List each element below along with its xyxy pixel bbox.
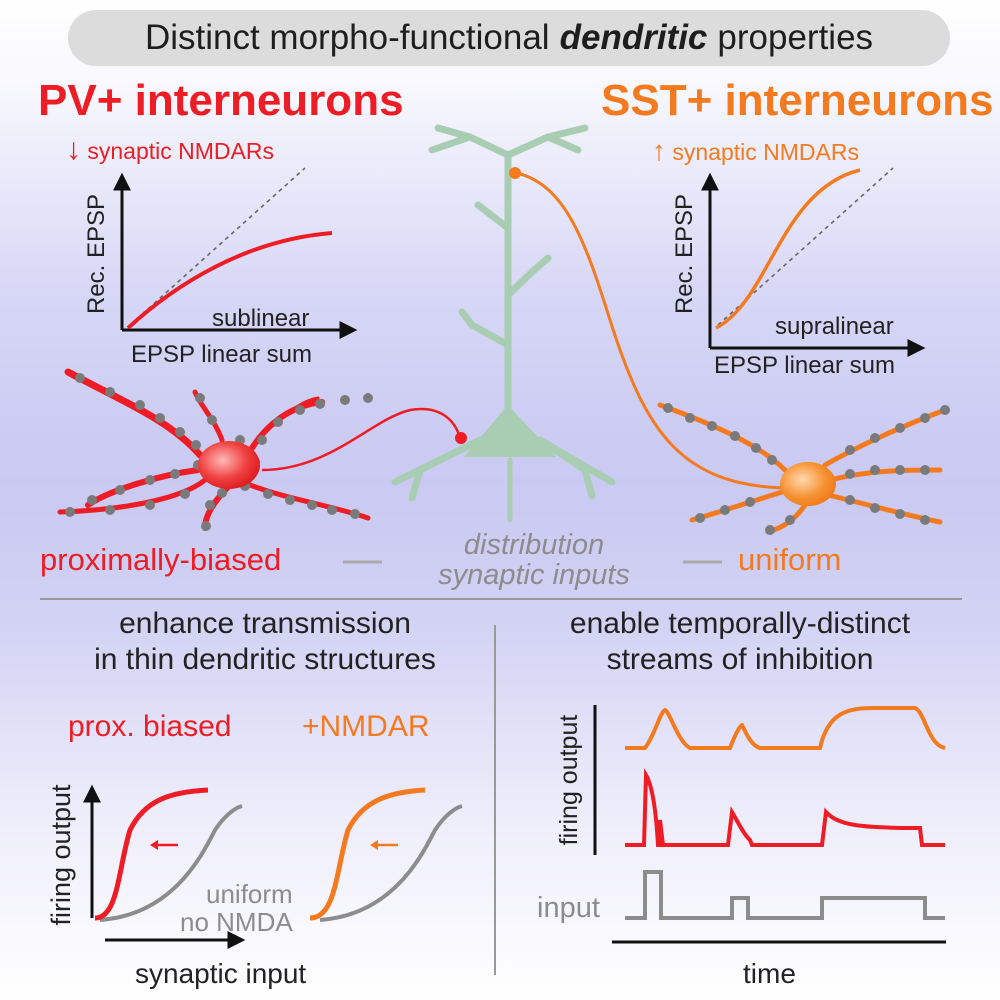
pv-linear-reference-line bbox=[129, 167, 306, 326]
sst-firing-trace bbox=[625, 706, 946, 750]
right-panel-heading-line-1: enable temporally-distinct bbox=[569, 607, 911, 640]
synaptic-input-label: synaptic input bbox=[135, 958, 307, 989]
pv-axon-terminal bbox=[455, 432, 467, 444]
sst-nmdar-label: ↑ synaptic NMDARs bbox=[652, 135, 859, 167]
sst-y-axis-label: Rec. EPSP bbox=[671, 194, 698, 314]
firing-nmdar-curve bbox=[309, 787, 426, 921]
sst-nmdar-arrow-icon: ↑ bbox=[652, 135, 666, 166]
sst-heading: SST+ interneurons bbox=[601, 76, 994, 125]
inhibition-streams-graph bbox=[593, 705, 946, 944]
pv-sublinear-curve bbox=[126, 231, 333, 330]
prox-biased-label: prox. biased bbox=[68, 710, 232, 743]
pv-x-axis-label: EPSP linear sum bbox=[131, 341, 312, 368]
sst-x-axis-label: EPSP linear sum bbox=[714, 352, 895, 379]
firing-uniform-curve-right bbox=[319, 804, 463, 922]
sst-nmdar-text: synaptic NMDARs bbox=[672, 139, 859, 165]
right-panel-heading-line-2: streams of inhibition bbox=[606, 643, 874, 676]
right-panel-heading: enable temporally-distinct streams of in… bbox=[505, 606, 975, 678]
sst-axon bbox=[516, 171, 799, 490]
pv-nmdar-arrow-icon: ↓ bbox=[66, 133, 81, 166]
title-suffix: properties bbox=[717, 18, 874, 57]
sst-distribution-label: uniform bbox=[738, 542, 842, 577]
left-panel-heading-line-1: enhance transmission bbox=[119, 607, 411, 640]
time-label: time bbox=[743, 958, 796, 989]
pv-nmdar-label: ↓ synaptic NMDARs bbox=[66, 133, 274, 167]
pv-epsp-graph bbox=[113, 167, 358, 339]
title-emphasis: dendritic bbox=[559, 18, 708, 57]
pv-heading: PV+ interneurons bbox=[38, 76, 404, 125]
pv-curve-label: sublinear bbox=[212, 305, 310, 332]
left-panel-heading-line-2: in thin dendritic structures bbox=[94, 643, 436, 676]
title-prefix: Distinct morpho-functional bbox=[144, 18, 550, 57]
distribution-line-2: synaptic inputs bbox=[438, 559, 630, 591]
uniform-no-nmda-label: uniform no NMDA bbox=[180, 880, 293, 936]
no-nmda-label: no NMDA bbox=[180, 907, 293, 937]
sst-interneuron-icon bbox=[657, 402, 950, 535]
pv-y-axis-label: Rec. EPSP bbox=[83, 194, 110, 314]
firing-uniform-curve-left bbox=[99, 804, 243, 922]
firing-prox-biased-curve bbox=[94, 787, 209, 921]
sst-supralinear-curve bbox=[715, 168, 861, 330]
pyramidal-neuron-icon bbox=[391, 124, 616, 523]
pv-nmdar-text: synaptic NMDARs bbox=[87, 138, 274, 164]
right-y-axis-label: firing output bbox=[555, 715, 583, 846]
left-panel-heading: enhance transmission in thin dendritic s… bbox=[40, 606, 490, 678]
firing-output-graph bbox=[83, 784, 463, 949]
sst-axon-terminal bbox=[509, 167, 521, 179]
title-banner: Distinct morpho-functional dendritic pro… bbox=[68, 10, 950, 66]
sst-epsp-graph bbox=[701, 167, 926, 357]
input-trace bbox=[625, 870, 945, 920]
pv-axon bbox=[261, 407, 462, 472]
pv-distribution-label: proximally-biased bbox=[40, 542, 282, 577]
pv-interneuron-icon bbox=[57, 368, 373, 531]
sst-curve-label: supralinear bbox=[775, 313, 894, 340]
distribution-line-1: distribution bbox=[463, 529, 605, 561]
input-label: input bbox=[537, 892, 600, 924]
left-y-axis-label: firing output bbox=[46, 784, 76, 926]
distribution-caption: distribution synaptic inputs bbox=[390, 530, 678, 590]
pv-firing-trace bbox=[625, 768, 945, 847]
sst-linear-reference-line bbox=[717, 167, 894, 326]
nmdar-label: +NMDAR bbox=[302, 710, 430, 743]
uniform-label: uniform bbox=[206, 879, 293, 909]
